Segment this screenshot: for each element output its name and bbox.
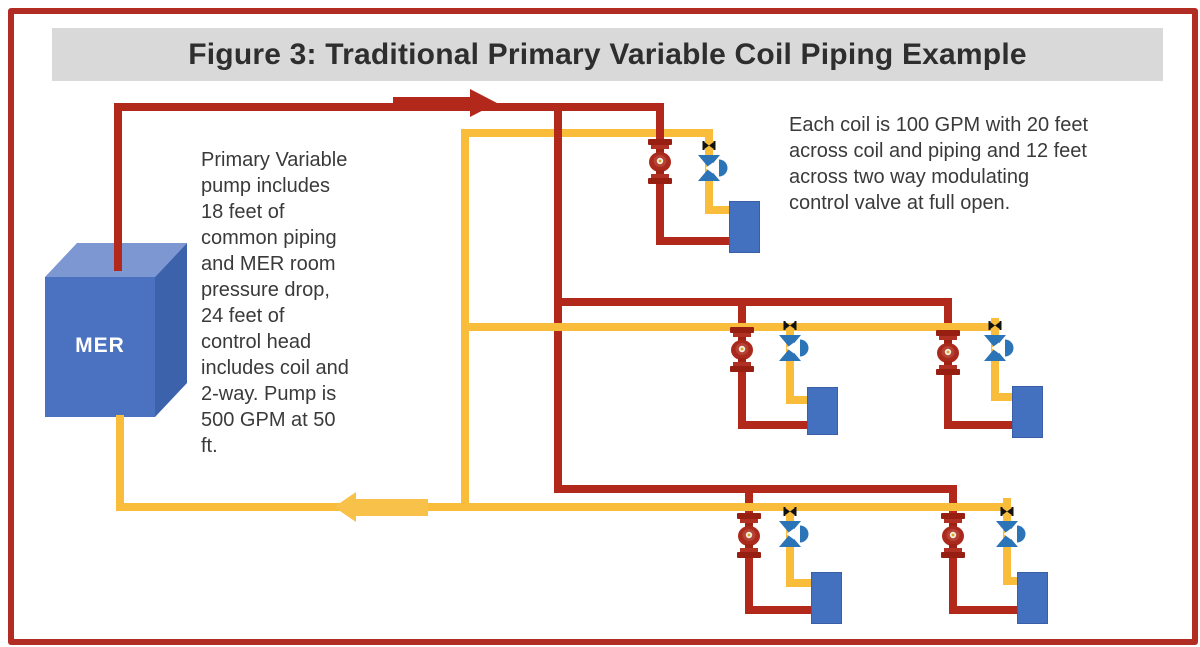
- coil-2: [807, 387, 838, 435]
- coil-1: [729, 201, 760, 253]
- mer-front-face: [45, 277, 155, 417]
- coil2-return-run: [786, 396, 812, 404]
- red-valve-1: [647, 139, 673, 185]
- mer-return-drop: [116, 415, 124, 507]
- coil3-supply-run: [944, 421, 1017, 429]
- manual-valve-glyph: [988, 321, 1002, 330]
- coil2-return-drop: [786, 327, 794, 404]
- figure-border: [8, 8, 1198, 645]
- supply-riser-mer: [114, 103, 122, 271]
- return-bot-main: [116, 503, 1011, 511]
- coil4-return-drop: [786, 507, 794, 587]
- coil5-supply-run: [949, 606, 1022, 614]
- figure-title: Figure 3: Traditional Primary Variable C…: [188, 37, 1027, 71]
- coil4-supply-run: [745, 606, 816, 614]
- control-valve-2: [779, 321, 813, 361]
- manual-valve-glyph: [1000, 507, 1014, 516]
- control-valve-1: [698, 141, 732, 181]
- return-top-main: [461, 129, 713, 137]
- return-mid-main: [461, 323, 999, 331]
- title-bar: Figure 3: Traditional Primary Variable C…: [52, 28, 1163, 81]
- return-riser: [461, 131, 469, 511]
- supply-bot-main: [554, 485, 957, 493]
- red-valve-2: [729, 327, 755, 373]
- coil5-return-run: [1003, 577, 1022, 585]
- mer-side-face: [155, 243, 187, 417]
- manual-valve-glyph: [783, 321, 797, 330]
- coil2-supply-run: [738, 421, 812, 429]
- coil3-return-run: [991, 393, 1017, 401]
- red-valve-3: [935, 330, 961, 376]
- red-valve-5: [940, 513, 966, 559]
- pump-note-text: Primary Variable pump includes 18 feet o…: [201, 149, 349, 457]
- coil1-supply-run: [656, 237, 734, 245]
- coil-3: [1012, 386, 1043, 438]
- manual-valve-glyph: [702, 141, 716, 150]
- coil-4: [811, 572, 842, 624]
- supply-top-main: [114, 103, 664, 111]
- coil-note-text: Each coil is 100 GPM with 20 feet across…: [789, 114, 1089, 214]
- mer-label: MER: [75, 334, 125, 357]
- supply-mid-main: [554, 298, 952, 306]
- control-valve-3: [984, 321, 1018, 361]
- coil1-return-run: [705, 206, 738, 214]
- coil4-return-run: [786, 579, 816, 587]
- manual-valve-glyph: [783, 507, 797, 516]
- control-valve-5: [996, 507, 1030, 547]
- red-valve-4: [736, 513, 762, 559]
- control-valve-4: [779, 507, 813, 547]
- coil-5: [1017, 572, 1048, 624]
